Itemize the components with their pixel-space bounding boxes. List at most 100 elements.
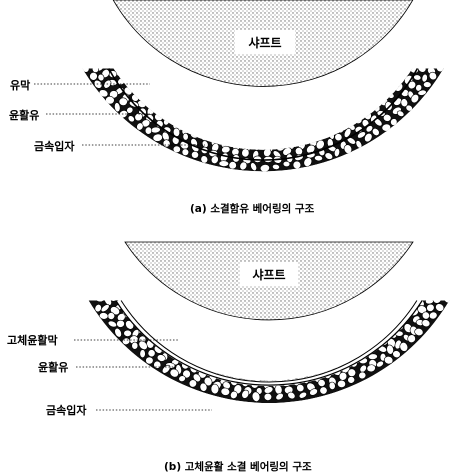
metal-particle bbox=[233, 133, 243, 143]
metal-particle bbox=[415, 57, 425, 67]
metal-particle bbox=[350, 347, 359, 355]
metal-particle bbox=[429, 50, 440, 58]
shaft-label-b: 샤프트 bbox=[252, 267, 285, 282]
metal-particle bbox=[334, 357, 340, 366]
label-lubricant-a: 윤활유 bbox=[9, 108, 39, 122]
metal-particle bbox=[283, 161, 290, 167]
metal-particle bbox=[264, 137, 272, 146]
metal-particle bbox=[369, 333, 379, 343]
metal-particle bbox=[201, 129, 212, 137]
metal-particle bbox=[261, 367, 268, 376]
metal-particle bbox=[211, 384, 219, 394]
caption-b: (b) 고체윤활 소결 베어링의 구조 bbox=[164, 460, 312, 473]
metal-particle bbox=[421, 281, 431, 292]
metal-particle bbox=[142, 321, 148, 328]
metal-particle bbox=[343, 115, 352, 124]
metal-particle bbox=[116, 320, 124, 328]
metal-particle bbox=[222, 133, 233, 144]
metal-particle bbox=[241, 149, 249, 158]
metal-particle bbox=[183, 133, 189, 140]
metal-particle bbox=[274, 138, 281, 144]
metal-particle bbox=[140, 350, 146, 358]
metal-particle bbox=[119, 98, 128, 106]
metal-particle bbox=[206, 360, 216, 369]
metal-particle bbox=[423, 56, 435, 68]
metal-particle bbox=[271, 367, 278, 376]
metal-particle bbox=[316, 363, 324, 373]
metal-particle bbox=[283, 369, 291, 378]
label-metal-particle-b: 금속입자 bbox=[46, 403, 87, 417]
metal-particle bbox=[272, 164, 280, 170]
metal-particle bbox=[281, 136, 292, 146]
metal-particle bbox=[146, 96, 156, 107]
metal-particle bbox=[145, 127, 152, 135]
metal-particle bbox=[303, 363, 314, 374]
metal-particle bbox=[314, 155, 323, 161]
metal-particle bbox=[188, 351, 195, 359]
metal-particle bbox=[334, 119, 343, 129]
metal-particle bbox=[313, 127, 323, 138]
metal-particle bbox=[104, 285, 114, 294]
metal-particle bbox=[184, 119, 194, 129]
metal-particle bbox=[323, 123, 334, 134]
metal-particle bbox=[415, 41, 426, 52]
metal-particle bbox=[431, 55, 442, 67]
caption-a: (a) 소결함유 베어링의 구조 bbox=[190, 202, 315, 215]
metal-particle bbox=[329, 382, 336, 390]
metal-particle bbox=[354, 116, 362, 124]
metal-particle bbox=[302, 130, 312, 141]
metal-particle bbox=[124, 330, 132, 337]
metal-particle bbox=[229, 161, 237, 169]
metal-particle bbox=[164, 109, 174, 118]
metal-particle bbox=[216, 362, 225, 369]
metal-particle bbox=[360, 105, 370, 116]
metal-particle bbox=[197, 354, 207, 364]
metal-particle bbox=[375, 92, 385, 102]
metal-particle bbox=[240, 367, 248, 375]
label-lubricant-b: 윤활유 bbox=[38, 360, 68, 374]
metal-particle bbox=[351, 112, 360, 120]
metal-particle bbox=[168, 339, 177, 349]
metal-particle bbox=[219, 161, 229, 167]
metal-particle bbox=[95, 50, 105, 60]
metal-particle bbox=[420, 49, 431, 60]
metal-particle bbox=[138, 90, 148, 101]
metal-particle bbox=[414, 290, 424, 300]
metal-particle bbox=[101, 58, 113, 70]
shaft-label-a: 샤프트 bbox=[248, 35, 281, 50]
metal-particle bbox=[173, 117, 182, 125]
metal-particle bbox=[424, 289, 431, 297]
metal-particle bbox=[85, 56, 93, 64]
metal-particle bbox=[292, 132, 302, 142]
metal-particle bbox=[106, 52, 113, 60]
metal-particle bbox=[432, 287, 441, 298]
metal-particle bbox=[242, 137, 251, 146]
metal-particle bbox=[292, 367, 303, 378]
metal-particle bbox=[110, 59, 118, 68]
metal-particle bbox=[214, 133, 221, 140]
metal-particle bbox=[360, 340, 369, 349]
label-oil-film: 유막 bbox=[10, 78, 30, 92]
metal-particle bbox=[92, 52, 100, 62]
label-solid-lubricant-film: 고체윤활막 bbox=[7, 333, 58, 347]
diagram-b: 샤프트 고체윤활막 윤활유 금속입자 (b) 고체윤활 소결 베어링의 구조 bbox=[7, 242, 451, 473]
metal-particle bbox=[227, 366, 236, 374]
metal-particle bbox=[440, 55, 448, 62]
metal-particle bbox=[369, 99, 378, 106]
metal-particle bbox=[324, 359, 331, 367]
metal-particle bbox=[337, 380, 345, 388]
metal-particle bbox=[253, 137, 264, 147]
metal-particle bbox=[250, 366, 260, 376]
metal-particle bbox=[411, 51, 422, 62]
metal-particle bbox=[340, 352, 351, 363]
metal-particle bbox=[132, 342, 138, 349]
metal-particle bbox=[149, 326, 159, 337]
metal-particle bbox=[388, 321, 396, 328]
metal-particle bbox=[173, 146, 181, 154]
label-metal-particle-a: 금속입자 bbox=[34, 139, 75, 153]
metal-particle bbox=[191, 125, 202, 136]
metal-particle bbox=[145, 357, 153, 365]
metal-particle bbox=[175, 345, 185, 355]
metal-particle bbox=[423, 82, 431, 88]
